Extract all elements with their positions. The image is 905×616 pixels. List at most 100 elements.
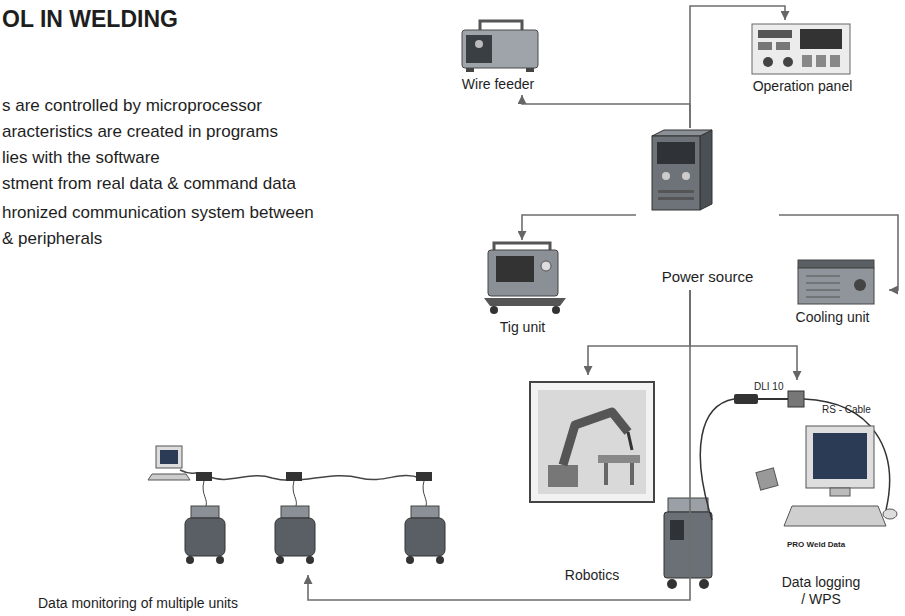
wheel (490, 306, 498, 314)
torch (628, 432, 632, 450)
welding-cart-picture (664, 498, 712, 589)
wheel (667, 579, 677, 589)
bullet-text: stment from real data & command data (2, 174, 296, 194)
connector (690, 290, 797, 380)
side-face (700, 130, 712, 210)
part-label: PRO Weld Data (787, 540, 845, 550)
slide-title: OL IN WELDING (2, 6, 178, 33)
button (776, 42, 790, 50)
interface-box (734, 394, 758, 404)
socket (682, 172, 690, 180)
wire-feeder-picture (462, 21, 538, 72)
vent (658, 190, 694, 193)
cable (293, 481, 296, 508)
interface-box (416, 472, 432, 481)
table-leg (630, 463, 634, 485)
knob (763, 57, 773, 67)
device-caption: Tig unit (471, 319, 574, 336)
device-caption: Cooling unit (776, 309, 889, 326)
front-panel (466, 35, 492, 63)
housing (462, 30, 538, 68)
multiple-units-picture (148, 446, 445, 564)
device-caption: Data monitoring of multiple units (38, 595, 238, 612)
housing (652, 136, 700, 210)
device-node: Power source (636, 128, 779, 290)
wheel (276, 556, 284, 564)
wheel (216, 556, 224, 564)
wheel (699, 579, 709, 589)
interface-box (286, 472, 302, 481)
welding-unit (275, 518, 315, 556)
display (496, 256, 534, 282)
knob (475, 40, 483, 48)
wire-feeder (191, 506, 219, 518)
grille (806, 297, 840, 298)
device-caption: Wire feeder (444, 76, 552, 93)
connector (588, 290, 690, 375)
wire-feeder (411, 506, 439, 518)
housing (488, 250, 558, 296)
device-node: Tig unit (471, 240, 574, 340)
connector (522, 215, 636, 240)
foot (526, 68, 534, 72)
vent (658, 197, 694, 200)
housing (664, 512, 712, 578)
cable (758, 398, 788, 400)
part-label: DLI 10 (754, 381, 783, 393)
work-table (598, 455, 640, 463)
cable (203, 481, 206, 508)
network-cable (180, 470, 420, 480)
robot-base (548, 465, 578, 487)
wheel (406, 556, 414, 564)
screen (160, 450, 178, 464)
keyboard (784, 506, 886, 526)
device-caption: Operation panel (741, 78, 864, 95)
display (758, 30, 792, 38)
cart-base (484, 298, 566, 306)
grille (806, 276, 840, 277)
device-node: Cooling unit (776, 250, 889, 330)
screen (813, 433, 867, 479)
knob (541, 261, 551, 271)
top-face (652, 130, 712, 136)
operation-panel-picture (752, 24, 850, 74)
button (816, 55, 826, 67)
wheel (436, 556, 444, 564)
display (800, 29, 842, 49)
bullet-text: aracteristics are created in programs (2, 122, 278, 142)
table-leg (604, 463, 608, 485)
housing (798, 268, 874, 304)
floppy-disk (756, 468, 778, 490)
part-label: RS - Cable (822, 404, 871, 416)
tig-unit-picture (484, 243, 566, 314)
cable (423, 481, 426, 508)
bullet-text: hronized communication system between & … (2, 200, 317, 252)
monitor (806, 426, 874, 488)
welding-unit (405, 518, 445, 556)
device-caption: Power source (636, 268, 779, 286)
wheel (306, 556, 314, 564)
data-logging-picture (700, 391, 897, 526)
connector (522, 95, 690, 128)
interface-box (196, 472, 212, 481)
connector-plug (788, 391, 804, 407)
cable (700, 399, 734, 520)
robotics-picture (530, 382, 654, 502)
knob (783, 57, 793, 67)
button (830, 55, 840, 67)
device-caption: Robotics (518, 567, 666, 584)
handle (494, 243, 550, 250)
power-source-picture (652, 130, 712, 210)
wire-feeder-top (668, 498, 708, 512)
connector (779, 215, 898, 290)
device-node: Wire feeder (444, 10, 552, 95)
button (802, 55, 812, 67)
device-node: Data monitoring of multiple units (140, 440, 470, 575)
bullet-text: s are controlled by microprocessor (2, 96, 262, 116)
grille (806, 290, 840, 291)
connector (690, 6, 785, 128)
mouse (883, 509, 897, 519)
panel-face (752, 24, 850, 74)
front-panel (657, 142, 695, 164)
